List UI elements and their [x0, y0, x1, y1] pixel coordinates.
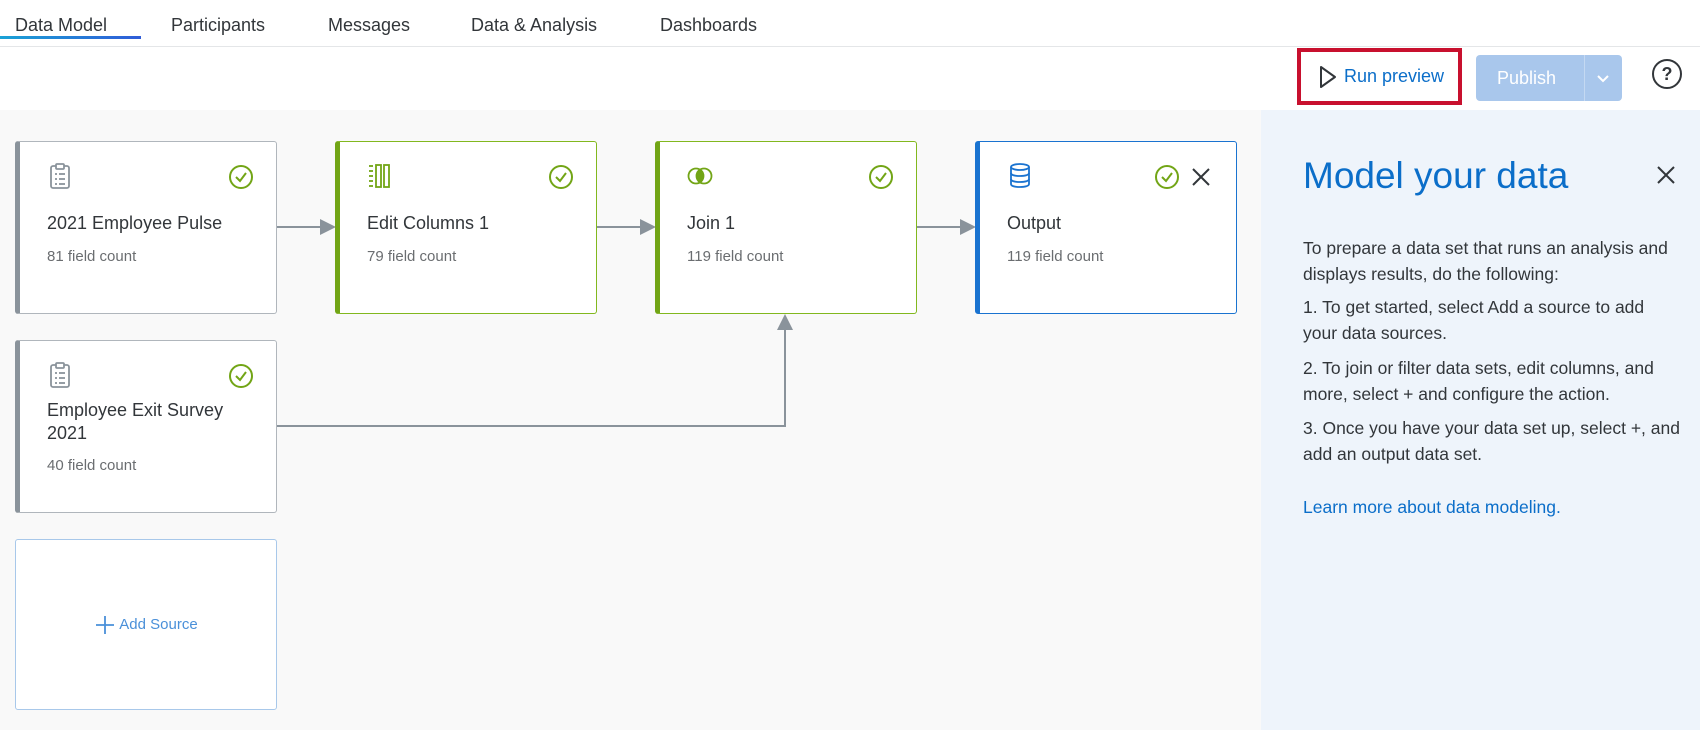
tab-data-model[interactable]: Data Model	[15, 15, 108, 35]
data-model-canvas: 2021 Employee Pulse 81 field count Edit …	[0, 110, 1261, 730]
learn-more-link[interactable]: Learn more about data modeling.	[1303, 497, 1561, 517]
edit-columns-icon	[369, 164, 390, 188]
join-icon	[687, 167, 713, 185]
help-icon[interactable]: ?	[1652, 59, 1682, 89]
node-output[interactable]: Output 119 field count	[975, 141, 1237, 314]
plus-icon	[96, 615, 115, 634]
database-icon	[1010, 163, 1030, 188]
node-edit-columns-1[interactable]: Edit Columns 1 79 field count	[335, 141, 597, 314]
node-field-count: 119 field count	[687, 248, 784, 265]
survey-clipboard-icon	[50, 362, 70, 388]
node-join-1[interactable]: Join 1 119 field count	[655, 141, 917, 314]
node-title: Output	[1007, 213, 1062, 233]
panel-step-2: 2. To join or filter data sets, edit col…	[1303, 358, 1654, 404]
check-circle-icon	[869, 165, 893, 189]
close-icon[interactable]	[1655, 164, 1677, 186]
add-source-label: Add Source	[119, 616, 198, 633]
node-connectors	[277, 219, 976, 427]
add-source-button[interactable]: Add Source	[15, 539, 277, 710]
check-circle-icon	[549, 165, 573, 189]
panel-step-1: 1. To get started, select Add a source t…	[1303, 297, 1645, 343]
active-tab-indicator	[0, 36, 141, 39]
panel-title: Model your data	[1303, 155, 1569, 196]
publish-divider	[1584, 55, 1585, 101]
node-field-count: 79 field count	[367, 248, 457, 265]
chevron-down-icon[interactable]	[1594, 69, 1612, 87]
node-field-count: 81 field count	[47, 248, 137, 265]
node-field-count: 119 field count	[1007, 248, 1104, 265]
tab-dashboards[interactable]: Dashboards	[660, 15, 758, 35]
play-icon	[1320, 65, 1336, 88]
panel-step-3: 3. Once you have your data set up, selec…	[1303, 418, 1680, 464]
node-employee-exit-survey-2021[interactable]: Employee Exit Survey 2021 40 field count	[15, 340, 277, 513]
toolbar: Run preview Publish ?	[0, 47, 1700, 110]
check-circle-icon	[1155, 165, 1179, 189]
node-title: Employee Exit Survey 2021	[47, 400, 224, 443]
node-title: Join 1	[687, 213, 736, 233]
node-title: Edit Columns 1	[367, 213, 490, 233]
close-icon[interactable]	[1190, 166, 1212, 188]
tab-messages[interactable]: Messages	[328, 15, 411, 35]
tab-data-analysis[interactable]: Data & Analysis	[471, 15, 598, 35]
tab-participants[interactable]: Participants	[171, 15, 266, 35]
publish-button[interactable]: Publish	[1476, 55, 1622, 101]
model-your-data-panel: Model your data To prepare a data set th…	[1261, 110, 1700, 730]
node-field-count: 40 field count	[47, 457, 137, 474]
survey-clipboard-icon	[50, 163, 70, 189]
publish-label: Publish	[1497, 68, 1557, 88]
run-preview-button[interactable]: Run preview	[1297, 48, 1462, 105]
check-circle-icon	[229, 165, 253, 189]
run-preview-label: Run preview	[1344, 66, 1445, 86]
check-circle-icon	[229, 364, 253, 388]
node-title: 2021 Employee Pulse	[47, 213, 223, 233]
node-2021-employee-pulse[interactable]: 2021 Employee Pulse 81 field count	[15, 141, 277, 314]
top-navigation: Data Model Participants Messages Data & …	[0, 0, 1700, 47]
panel-intro: To prepare a data set that runs an analy…	[1303, 238, 1668, 284]
